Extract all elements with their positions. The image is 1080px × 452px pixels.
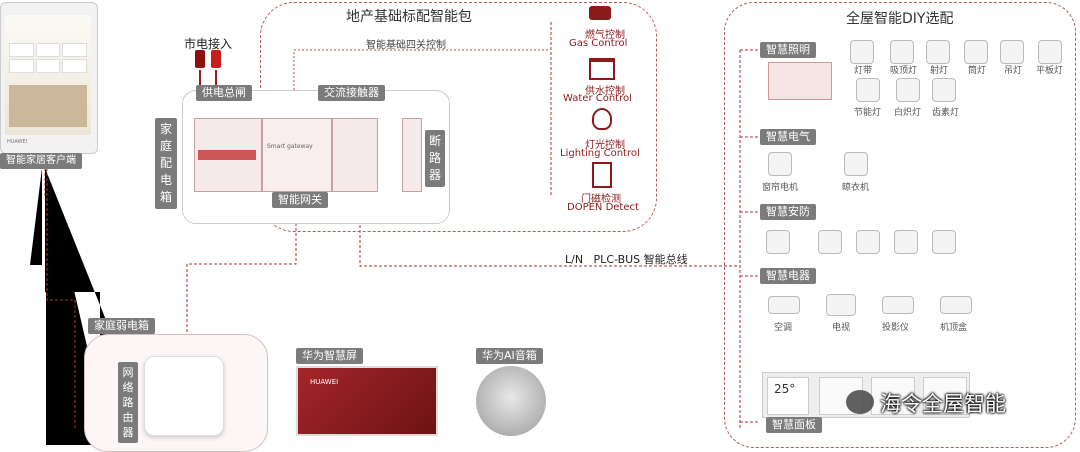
- panel-switch-3: [923, 377, 967, 415]
- mains-title: 市电接入: [184, 37, 233, 51]
- clothes-dryer-icon: [844, 152, 868, 176]
- diy-security-tag: 智慧安防: [760, 204, 816, 220]
- tv-icon: [826, 294, 856, 316]
- ceiling-light-icon: [890, 40, 914, 64]
- breaker-tag: 供电总闸: [196, 85, 252, 101]
- set-top-box-icon: [940, 296, 972, 314]
- chandelier-icon: [932, 78, 956, 102]
- contactor: [332, 118, 378, 192]
- energy-saving-icon: [856, 78, 880, 102]
- curtain-motor-label: 窗帘电机: [762, 183, 799, 193]
- door-sensor-icon: [592, 162, 612, 188]
- diy-electric-tag: 智慧电气: [760, 129, 816, 145]
- cutoff-tag: 断路器: [425, 130, 445, 187]
- gas-cn: 燃气控制: [585, 30, 625, 41]
- gateway-text: Smart gateway: [267, 143, 313, 150]
- clothes-dryer-label: 晾衣机: [842, 183, 870, 193]
- box-tag: 家庭配电箱: [155, 118, 177, 209]
- bulb-icon: [592, 108, 612, 130]
- light-strip-icon: [850, 40, 874, 64]
- curtain-motor-icon: [768, 152, 792, 176]
- water-en: Water Control: [563, 93, 632, 104]
- speaker-tag: 华为AI音箱: [476, 348, 543, 364]
- watermark: 海令全屋智能: [880, 392, 1006, 416]
- pendant-light-icon: [1000, 40, 1024, 64]
- phone-brand: HUAWEI: [7, 139, 28, 145]
- diy-lighting-tag: 智慧照明: [760, 42, 816, 58]
- four-way-label: 智能基础四关控制: [366, 40, 446, 51]
- projector-label: 投影仪: [882, 323, 910, 333]
- chandelier-label: 齿素灯: [932, 108, 960, 118]
- alarm-button-icon: [932, 230, 956, 254]
- water-valve-icon: [589, 58, 615, 80]
- router-tag: 网络路由器: [118, 362, 138, 443]
- thermostat-temp: 25°: [774, 382, 796, 396]
- smart-lock-icon: [818, 230, 842, 254]
- energy-saving-label: 节能灯: [854, 108, 882, 118]
- breaker-switch: [198, 150, 256, 160]
- incandescent-label: 白炽灯: [894, 108, 922, 118]
- incandescent-icon: [896, 78, 920, 102]
- circuit-breaker: [402, 118, 422, 192]
- package-title: 地产基础标配智能包: [346, 9, 472, 25]
- panel-light-label: 平板灯: [1036, 66, 1064, 76]
- door-sensor-device-icon: [856, 230, 880, 254]
- gas-en: Gas Control: [569, 38, 628, 49]
- air-conditioner-icon: [768, 296, 800, 314]
- phone-app[interactable]: HUAWEI: [0, 2, 98, 154]
- mains-plug-n: [195, 50, 205, 68]
- spot-light-label: 射灯: [930, 66, 949, 76]
- wechat-icon: [846, 390, 874, 414]
- router-device: [144, 356, 224, 436]
- lighting-driver: [768, 62, 832, 100]
- door-en: DOPEN Detect: [567, 202, 639, 213]
- light-cn: 灯光控制: [585, 140, 625, 151]
- panel-thermostat: 25°: [767, 377, 809, 415]
- smoke-sensor-icon: [894, 230, 918, 254]
- down-light-label: 筒灯: [968, 66, 987, 76]
- water-cn: 供水控制: [585, 86, 625, 97]
- bus-label: L/N PLC-BUS 智能总线: [565, 253, 688, 266]
- light-strip-label: 灯带: [854, 66, 873, 76]
- diy-region: [724, 2, 1076, 448]
- set-top-box-label: 机顶盒: [940, 323, 968, 333]
- light-en: Lighting Control: [560, 148, 640, 159]
- camera-icon: [766, 230, 790, 254]
- pendant-light-label: 吊灯: [1004, 66, 1023, 76]
- diy-panel-tag: 智慧面板: [766, 417, 822, 433]
- gas-valve-icon: [589, 6, 611, 20]
- screen-brand: HUAWEI: [310, 378, 339, 386]
- panel-light-icon: [1038, 40, 1062, 64]
- phone-caption: 智能家居客户端: [0, 153, 82, 169]
- ceiling-light-label: 吸顶灯: [890, 66, 918, 76]
- door-cn: 门磁检测: [581, 194, 621, 205]
- panel-switch-2: [871, 377, 915, 415]
- mains-plug-l: [211, 50, 221, 68]
- projector-icon: [882, 296, 914, 314]
- weak-box-tag: 家庭弱电箱: [88, 318, 155, 334]
- spot-light-icon: [926, 40, 950, 64]
- diy-title: 全屋智能DIY选配: [846, 11, 954, 27]
- smart-screen: HUAWEI: [296, 366, 438, 436]
- tv-label: 电视: [832, 323, 851, 333]
- air-conditioner-label: 空调: [774, 323, 793, 333]
- down-light-icon: [964, 40, 988, 64]
- phone-screen: [5, 15, 91, 135]
- diy-appliance-tag: 智慧电器: [760, 268, 816, 284]
- smart-gateway: Smart gateway: [262, 118, 332, 192]
- contactor-tag: 交流接触器: [318, 85, 385, 101]
- ai-speaker: [476, 366, 546, 436]
- screen-tag: 华为智慧屏: [296, 348, 363, 364]
- gateway-tag: 智能网关: [272, 192, 328, 208]
